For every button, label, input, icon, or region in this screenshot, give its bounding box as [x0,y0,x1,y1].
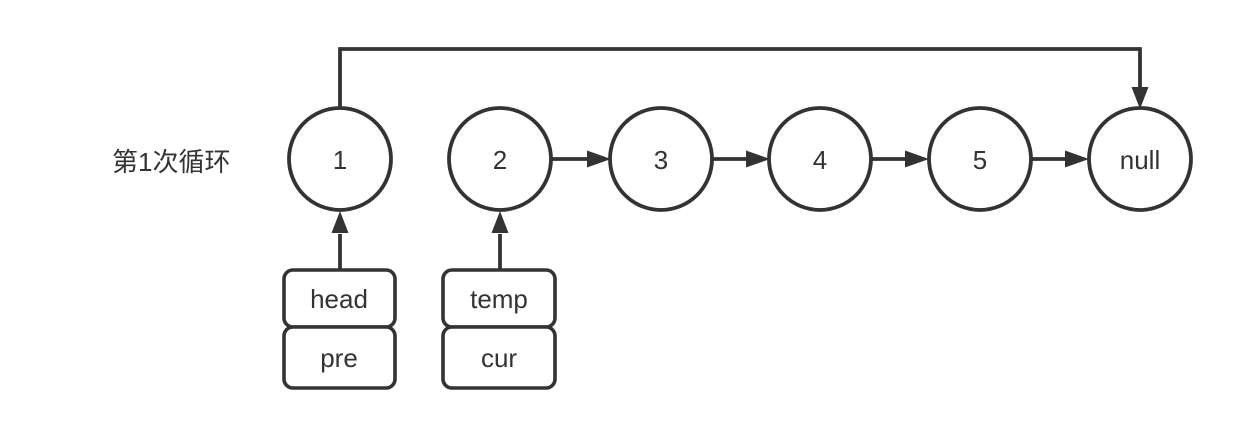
pointer-box-temp: temp [441,268,557,329]
arrow-headpre-to-node1 [331,211,349,270]
arrowhead-down-icon [1131,87,1149,109]
arrow-node4-node5 [871,150,929,168]
node-2: 2 [447,106,553,212]
node-1: 1 [287,106,393,212]
node-null: null [1087,106,1193,212]
arrow-node3-node4 [712,150,770,168]
pointer-label-temp: temp [470,284,528,314]
pointer-label-head: head [310,284,368,314]
node-1-circle [287,106,393,212]
node-3: 3 [608,106,714,212]
arrowhead-right-icon [1065,150,1089,168]
arrow-tempcur-to-node2 [491,211,509,270]
pointer-label-pre: pre [320,343,358,373]
node-4-label: 4 [813,145,827,175]
arrow-node5-null [1031,150,1089,168]
node-null-label: null [1120,145,1160,175]
pointer-box-cur: cur [441,325,557,390]
node-5-label: 5 [973,145,987,175]
arrowhead-right-icon [587,150,611,168]
node-4: 4 [767,106,873,212]
pointer-label-cur: cur [481,343,517,373]
arrowhead-up-icon [331,211,349,233]
arrowhead-right-icon [905,150,929,168]
arrow-node1-to-null [338,47,1149,110]
iteration-label: 第1次循环 [112,147,230,177]
pointer-box-head: head [282,268,397,329]
node-1-label: 1 [333,145,347,175]
arrow-node1-to-null-line [338,47,1142,110]
node-3-label: 3 [654,145,668,175]
arrow-node2-node3 [551,150,611,168]
node-5: 5 [927,106,1033,212]
node-2-label: 2 [493,145,507,175]
pointer-box-pre-rect [282,325,397,390]
arrowhead-right-icon [746,150,770,168]
arrowhead-up-icon [491,211,509,233]
pointer-box-cur-rect [441,325,557,390]
pointer-box-pre: pre [282,325,397,390]
